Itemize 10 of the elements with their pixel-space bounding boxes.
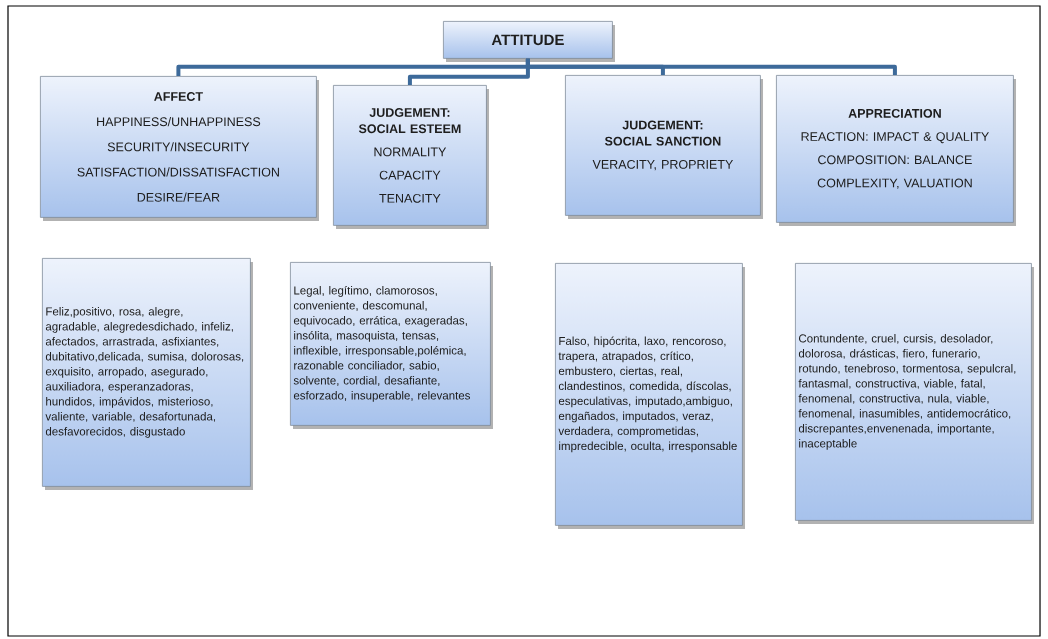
category-box: AFFECT HAPPINESS/UNHAPPINESS SECURITY/INSECURITY SATISFACTION/DISSATISFACTION DESIRE/FEAR — [40, 76, 319, 221]
title-box: ATTITUDE — [443, 21, 615, 62]
word-list-box: Legal, legítimo, clamorosos, conveniente, descomunal, equivocado, errática, exageradas, insólita, masoquista, tensas, inflexible, irresponsable,polémica, razonable conciliador, sabio, solvente, cordial, desafiante, esforzado, insuperable, relevantes — [290, 262, 493, 429]
word-list-box: Falso, hipócrita, laxo, rencoroso, trapera, atrapados, crítico, embustero, ciertas, real, clandestinos, comedida, díscolas, especulativas, imputado,ambiguo, engañados, imputados, veraz, verdadera, comprometidas, impredecible, oculta, irresponsable — [555, 263, 745, 529]
word-list-box: Contundente, cruel, cursis, desolador, dolorosa, drásticas, fiero, funerario, rotundo, tenebroso, tormentosa, sepulcral, fantasmal, constructiva, viable, fatal, fenomenal, constructiva, nula, viable, fenomenal, inasumibles, antidemocrático, discrepantes,envenenada, importante, inaceptable — [795, 263, 1034, 524]
category-box: APPRECIATION REACTION: IMPACT & QUALITY COMPOSITION: BALANCE COMPLEXITY, VALUATION — [776, 75, 1016, 226]
word-list-box: Feliz,positivo, rosa, alegre, agradable, alegredesdichado, infeliz, afectados, arrastrada, asfixiantes, dubitativo,delicada, sumisa, dolorosas, exquisito, arropado, asegurado, auxiliadora, esperanzadoras, hundidos, impávidos, misterioso, valiente, variable, desafortunada, desfavorecidos, disgustado — [42, 258, 253, 490]
connector — [525, 58, 897, 75]
category-box: JUDGEMENT: SOCIAL ESTEEM NORMALITY CAPACITY TENACITY — [333, 85, 489, 229]
category-box: JUDGEMENT: SOCIAL SANCTION VERACITY, PROPRIETY — [565, 75, 763, 219]
